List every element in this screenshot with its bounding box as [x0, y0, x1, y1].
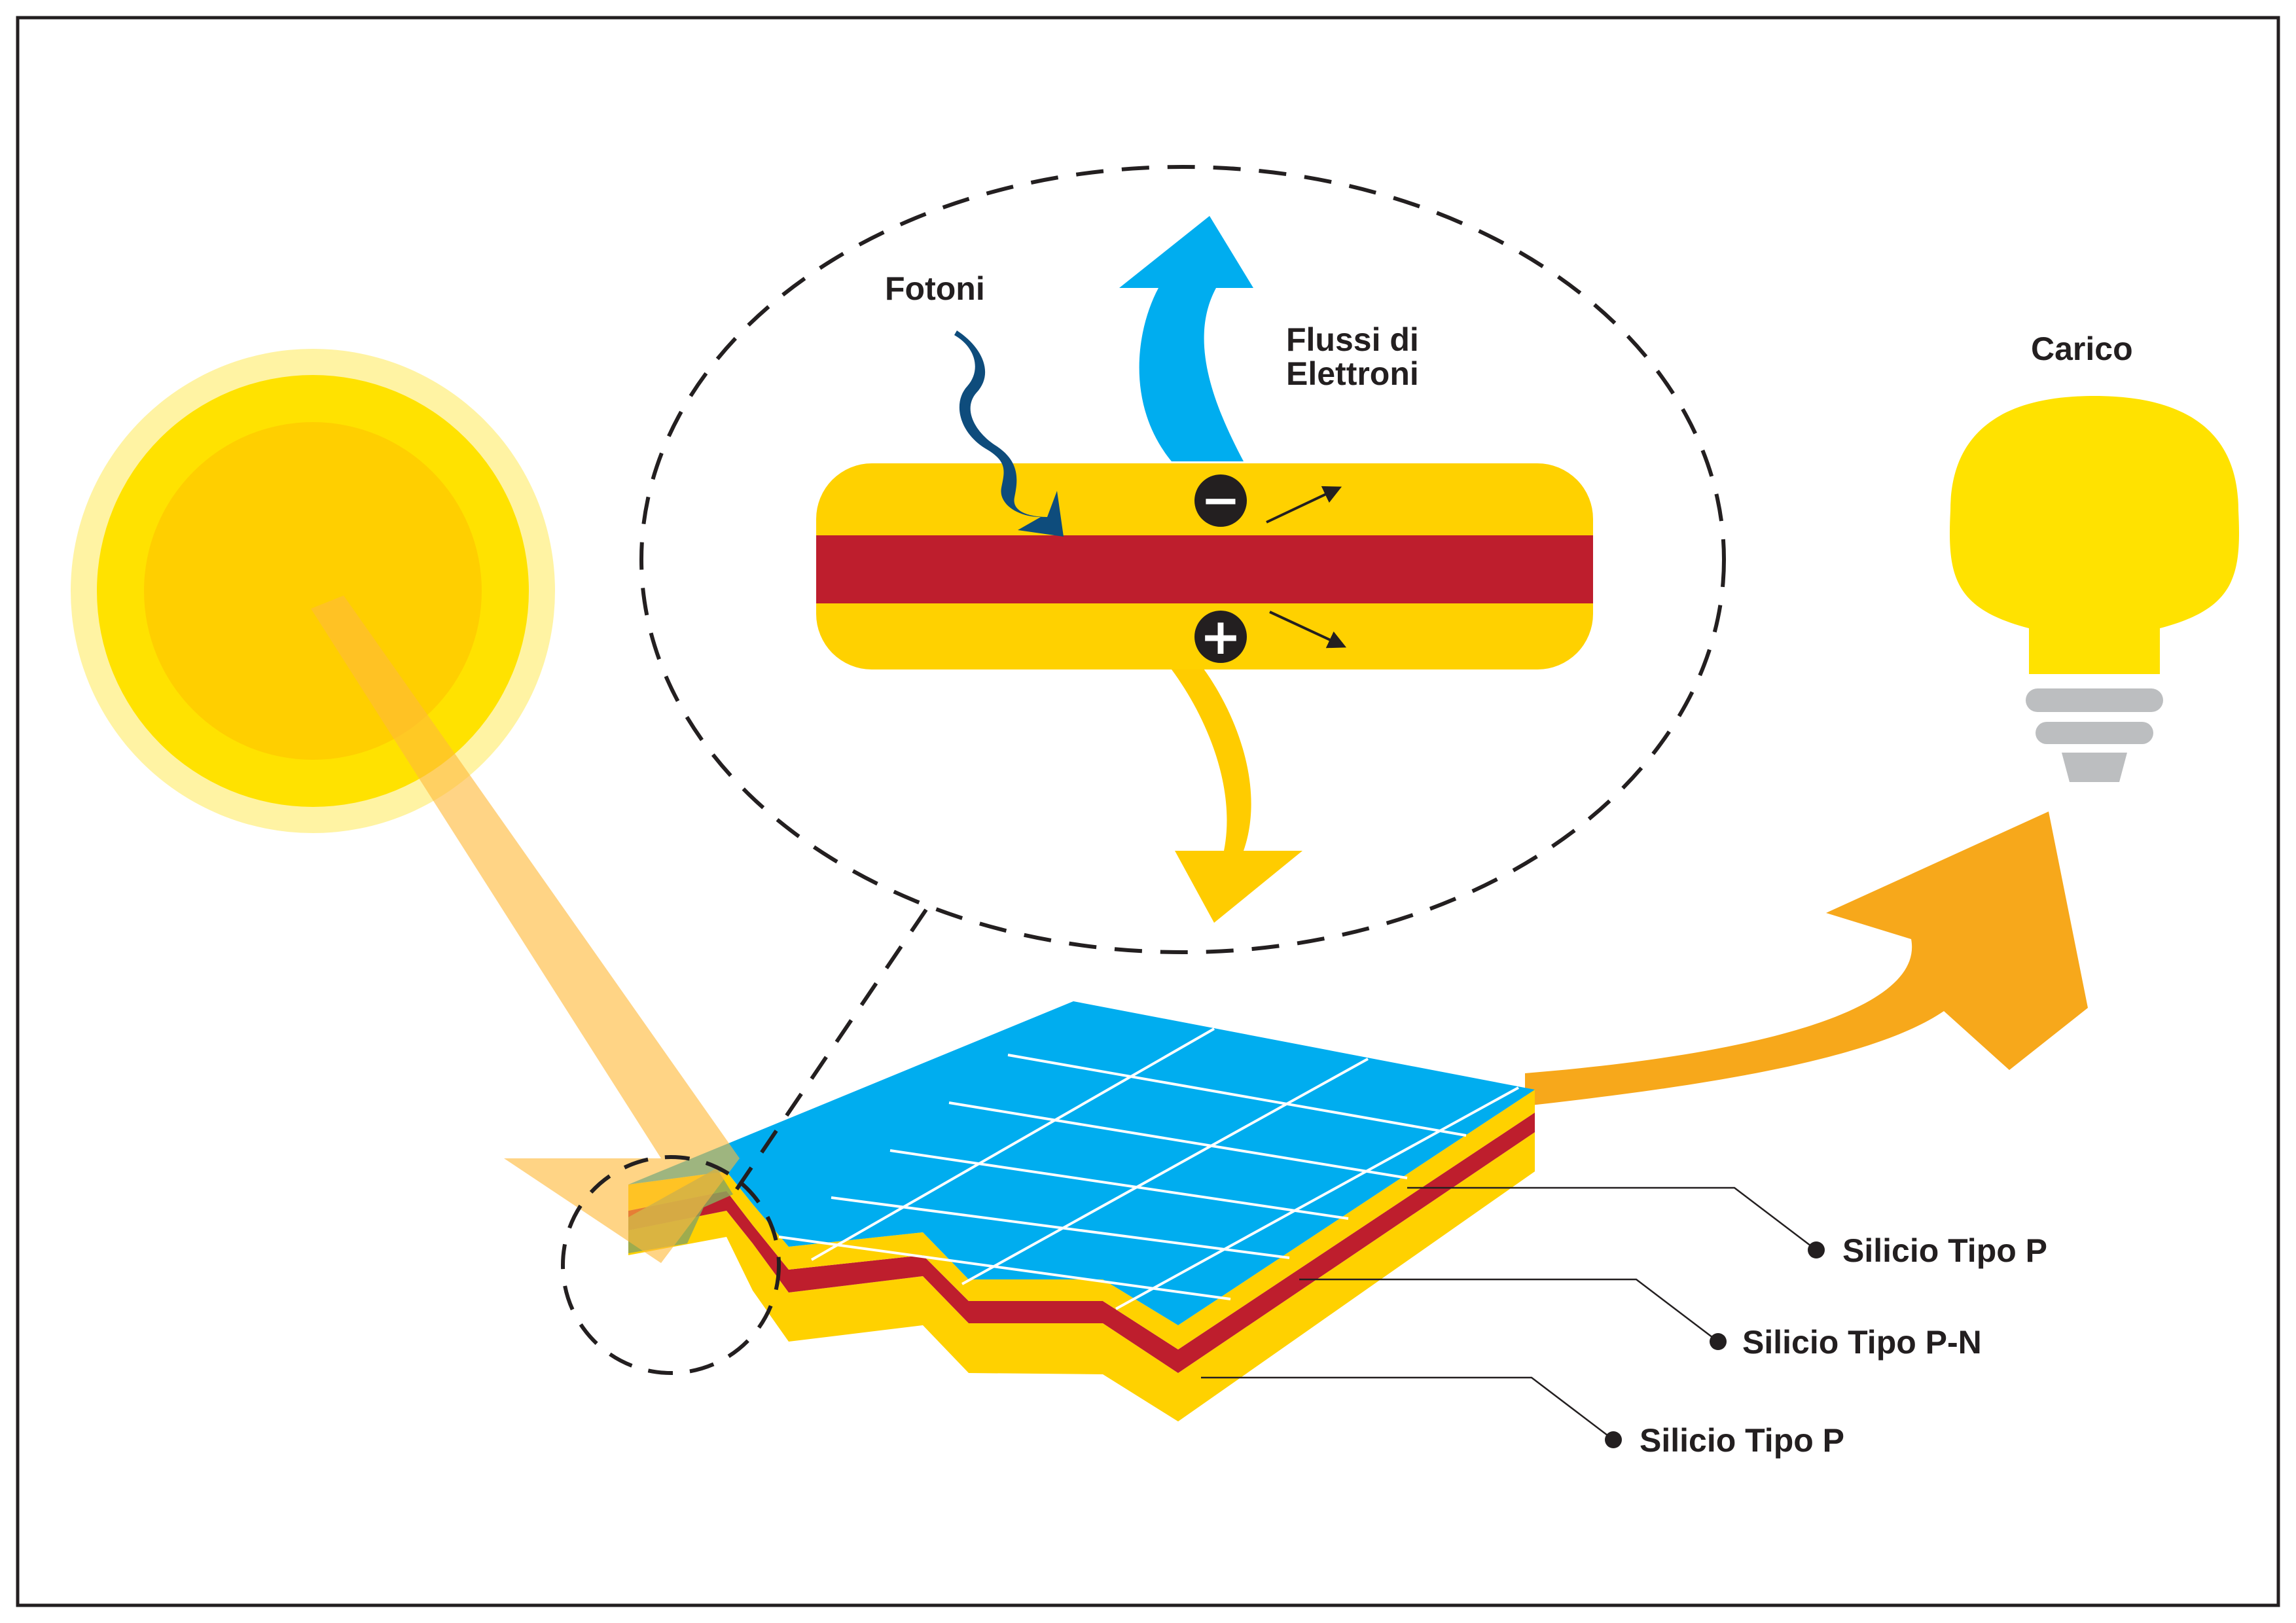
electron-flow-arrow [1119, 216, 1253, 461]
sun-core [144, 422, 482, 760]
negative-charge-symbol: − [1201, 473, 1240, 527]
junction-cross-section [816, 463, 1593, 669]
sunbeam [311, 596, 740, 1263]
bullet-pn [1710, 1333, 1727, 1350]
bulb-tip [2062, 753, 2127, 782]
layer-label-pn: Silicio Tipo P-N [1742, 1324, 1982, 1361]
panel-grid [778, 1027, 1519, 1310]
leader-top-p [1407, 1186, 1817, 1251]
leader-bottom-p [1201, 1376, 1614, 1440]
layer-label-top-p: Silicio Tipo P [1842, 1232, 2047, 1269]
hole-motion-arrow [1269, 611, 1347, 649]
electron-flow-label-line2: Elettroni [1286, 355, 1419, 392]
bullet-top-p [1808, 1241, 1825, 1258]
pn-junction-layer [628, 1113, 1535, 1373]
bulb-base-ring-2 [2036, 722, 2153, 744]
bulb-base-ring-1 [2026, 688, 2163, 712]
load-label: Carico [2031, 330, 2133, 367]
light-bulb-icon [1950, 396, 2239, 782]
hole-flow-arrow [1165, 661, 1302, 923]
plus-circle-icon: + [1194, 607, 1247, 666]
bottom-p-layer [628, 1132, 1535, 1421]
panel-cell-surface [628, 1001, 1535, 1325]
electron-flow-label-line1: Flussi di [1286, 321, 1419, 358]
zoom-ellipse [639, 165, 1726, 954]
photon-arrow-icon [954, 330, 1064, 537]
photons-label: Fotoni [885, 270, 985, 307]
bullet-bottom-p [1605, 1431, 1622, 1448]
electron-motion-arrow [1266, 486, 1342, 524]
sun-icon [71, 349, 555, 833]
leader-pn [1299, 1278, 1719, 1342]
top-p-layer [628, 1090, 1535, 1349]
zoom-connector-line [734, 908, 928, 1191]
minus-circle-icon: − [1194, 473, 1247, 527]
leader-lines [1201, 1186, 1817, 1440]
junction-pn-stripe [816, 535, 1593, 603]
layer-label-bottom-p: Silicio Tipo P [1640, 1422, 1844, 1459]
zoom-focus-circle [561, 1155, 781, 1375]
positive-charge-symbol: + [1200, 607, 1242, 666]
bulb-glass [1950, 396, 2239, 674]
current-arrow [1525, 812, 2088, 1106]
